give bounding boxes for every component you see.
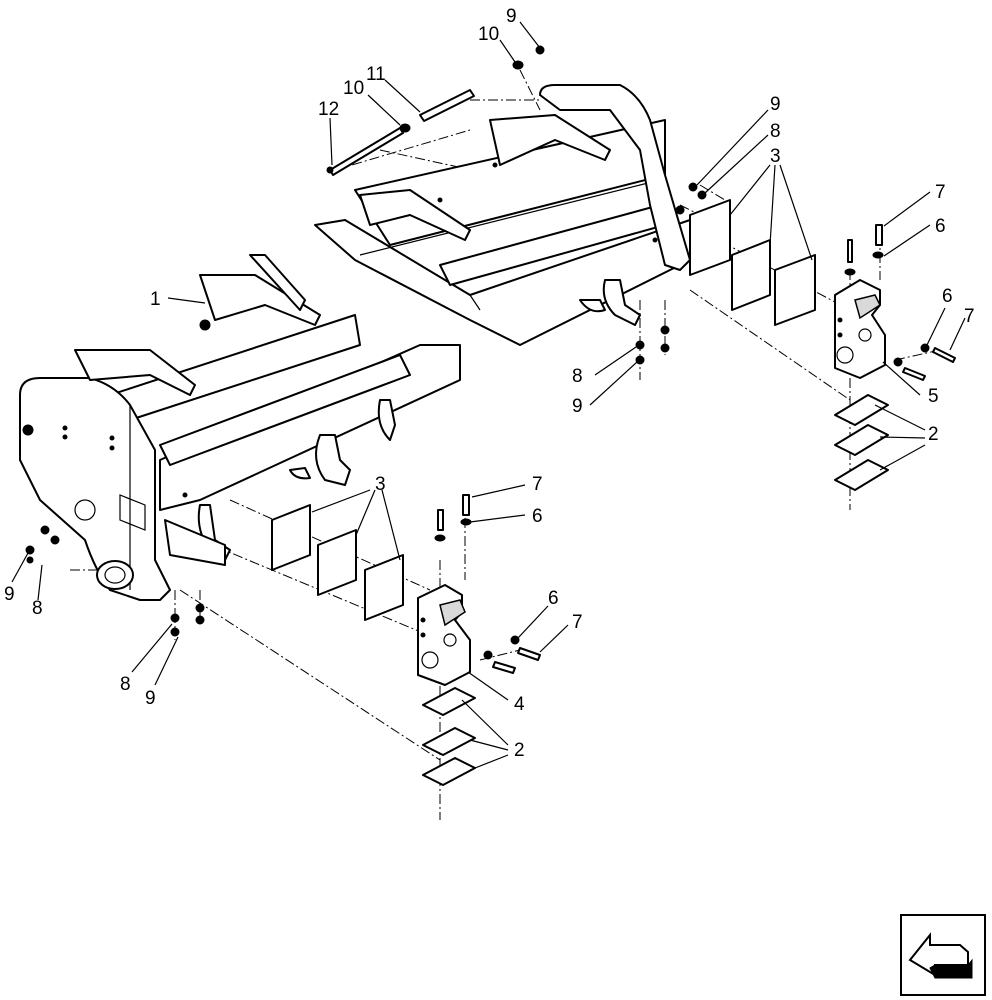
next-page-arrow-icon[interactable] xyxy=(900,914,986,996)
callout-11: 11 xyxy=(366,64,386,85)
callout-6: 6 xyxy=(942,286,953,307)
callout-8: 8 xyxy=(120,674,131,695)
callout-7: 7 xyxy=(935,182,946,203)
callout-10: 10 xyxy=(478,24,499,45)
callout-6: 6 xyxy=(532,506,543,527)
callout-9: 9 xyxy=(770,94,781,115)
callout-9: 9 xyxy=(4,584,15,605)
callout-labels: 1 9 10 11 10 12 9 8 3 7 6 6 7 5 2 8 9 3 … xyxy=(4,6,975,761)
callout-9: 9 xyxy=(506,6,517,27)
callout-6: 6 xyxy=(935,216,946,237)
callout-6: 6 xyxy=(548,588,559,609)
callout-7: 7 xyxy=(572,612,583,633)
callout-2: 2 xyxy=(514,740,525,761)
right-side-hardware xyxy=(635,182,956,491)
callout-4: 4 xyxy=(514,694,525,715)
callout-7: 7 xyxy=(964,306,975,327)
callout-5: 5 xyxy=(928,386,939,407)
pin-hardware xyxy=(326,45,545,176)
callout-12: 12 xyxy=(318,99,339,120)
callout-2: 2 xyxy=(928,424,939,445)
callout-9: 9 xyxy=(145,688,156,709)
callout-8: 8 xyxy=(770,121,781,142)
callout-10: 10 xyxy=(343,78,364,99)
callout-3: 3 xyxy=(770,146,781,167)
callout-1: 1 xyxy=(150,289,161,310)
leader-lines xyxy=(11,21,966,771)
rear-frame-assembly xyxy=(314,84,691,346)
callout-9: 9 xyxy=(572,396,583,417)
left-side-hardware xyxy=(25,494,541,786)
callout-8: 8 xyxy=(32,598,43,619)
callout-8: 8 xyxy=(572,366,583,387)
callout-7: 7 xyxy=(532,474,543,495)
front-frame-assembly xyxy=(19,254,461,601)
callout-3: 3 xyxy=(375,474,386,495)
